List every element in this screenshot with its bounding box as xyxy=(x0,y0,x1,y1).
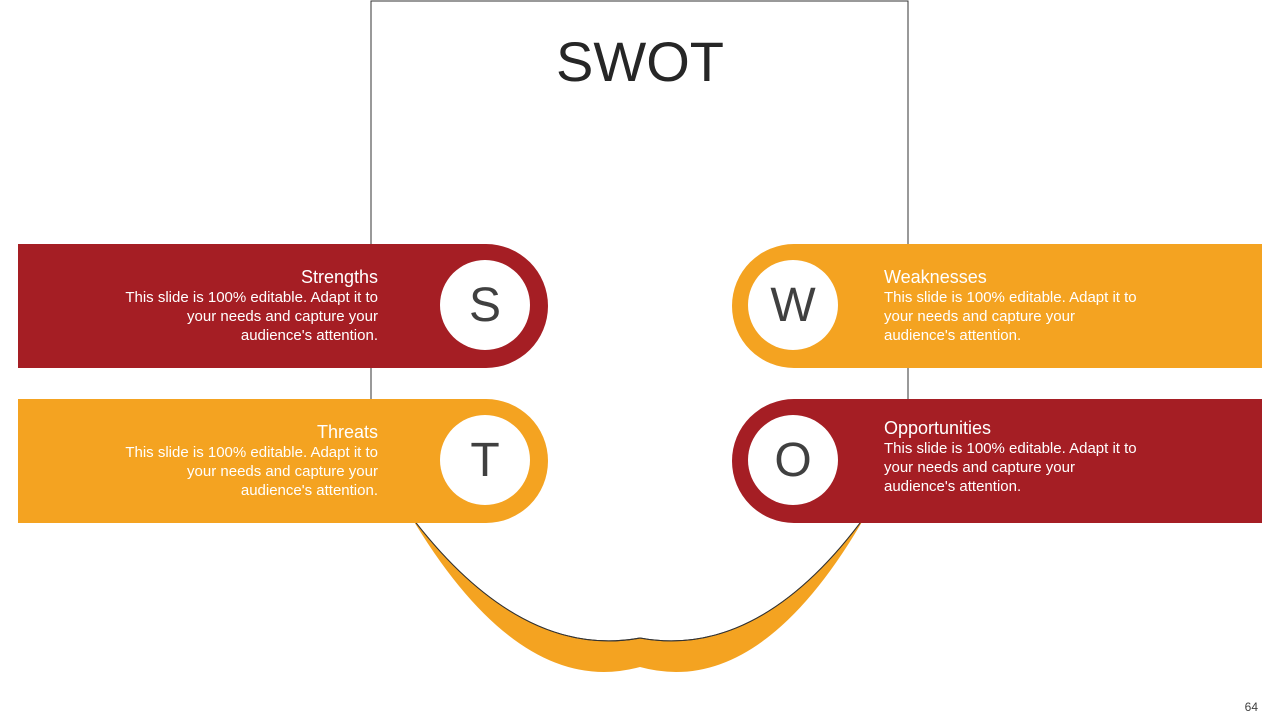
threats-desc-line: your needs and capture your xyxy=(187,463,378,480)
strengths-band: Strengths This slide is 100% editable. A… xyxy=(18,244,548,368)
weaknesses-desc-line: your needs and capture your xyxy=(884,308,1075,325)
slide-title: SWOT xyxy=(556,30,724,93)
weaknesses-desc-line: This slide is 100% editable. Adapt it to xyxy=(884,289,1137,306)
strengths-letter-circle: S xyxy=(440,260,530,350)
threats-text: Threats This slide is 100% editable. Ada… xyxy=(88,421,378,500)
threats-desc-line: This slide is 100% editable. Adapt it to xyxy=(125,444,378,461)
threats-heading: Threats xyxy=(316,422,378,442)
weaknesses-description: This slide is 100% editable. Adapt it to… xyxy=(884,288,1174,345)
threats-band: Threats This slide is 100% editable. Ada… xyxy=(18,399,548,523)
opportunities-letter-circle: O xyxy=(748,415,838,505)
opportunities-desc-line: audience's attention. xyxy=(884,478,1022,495)
strengths-desc-line: This slide is 100% editable. Adapt it to xyxy=(125,289,378,306)
weaknesses-heading: Weaknesses xyxy=(884,267,987,287)
opportunities-desc-line: your needs and capture your xyxy=(884,459,1075,476)
threats-letter-circle: T xyxy=(440,415,530,505)
threats-desc-line: audience's attention. xyxy=(240,482,378,499)
opportunities-heading: Opportunities xyxy=(884,418,992,438)
strengths-desc-line: audience's attention. xyxy=(240,327,378,344)
page-number: 64 xyxy=(1244,700,1258,714)
weaknesses-letter-circle: W xyxy=(748,260,838,350)
strengths-heading: Strengths xyxy=(300,267,378,287)
opportunities-desc-line: This slide is 100% editable. Adapt it to xyxy=(884,440,1137,457)
strengths-text: Strengths This slide is 100% editable. A… xyxy=(88,266,378,345)
opportunities-text: Opportunities This slide is 100% editabl… xyxy=(884,417,1174,496)
weaknesses-band: W Weaknesses This slide is 100% editable… xyxy=(732,244,1262,368)
opportunities-band: O Opportunities This slide is 100% edita… xyxy=(732,399,1262,523)
strengths-description: This slide is 100% editable. Adapt it to… xyxy=(88,288,378,345)
crescent-edge-line xyxy=(409,514,867,642)
threats-description: This slide is 100% editable. Adapt it to… xyxy=(88,443,378,500)
weaknesses-desc-line: audience's attention. xyxy=(884,327,1022,344)
strengths-desc-line: your needs and capture your xyxy=(187,308,378,325)
orange-crescent xyxy=(410,515,866,672)
opportunities-description: This slide is 100% editable. Adapt it to… xyxy=(884,439,1174,496)
weaknesses-text: Weaknesses This slide is 100% editable. … xyxy=(884,266,1174,345)
